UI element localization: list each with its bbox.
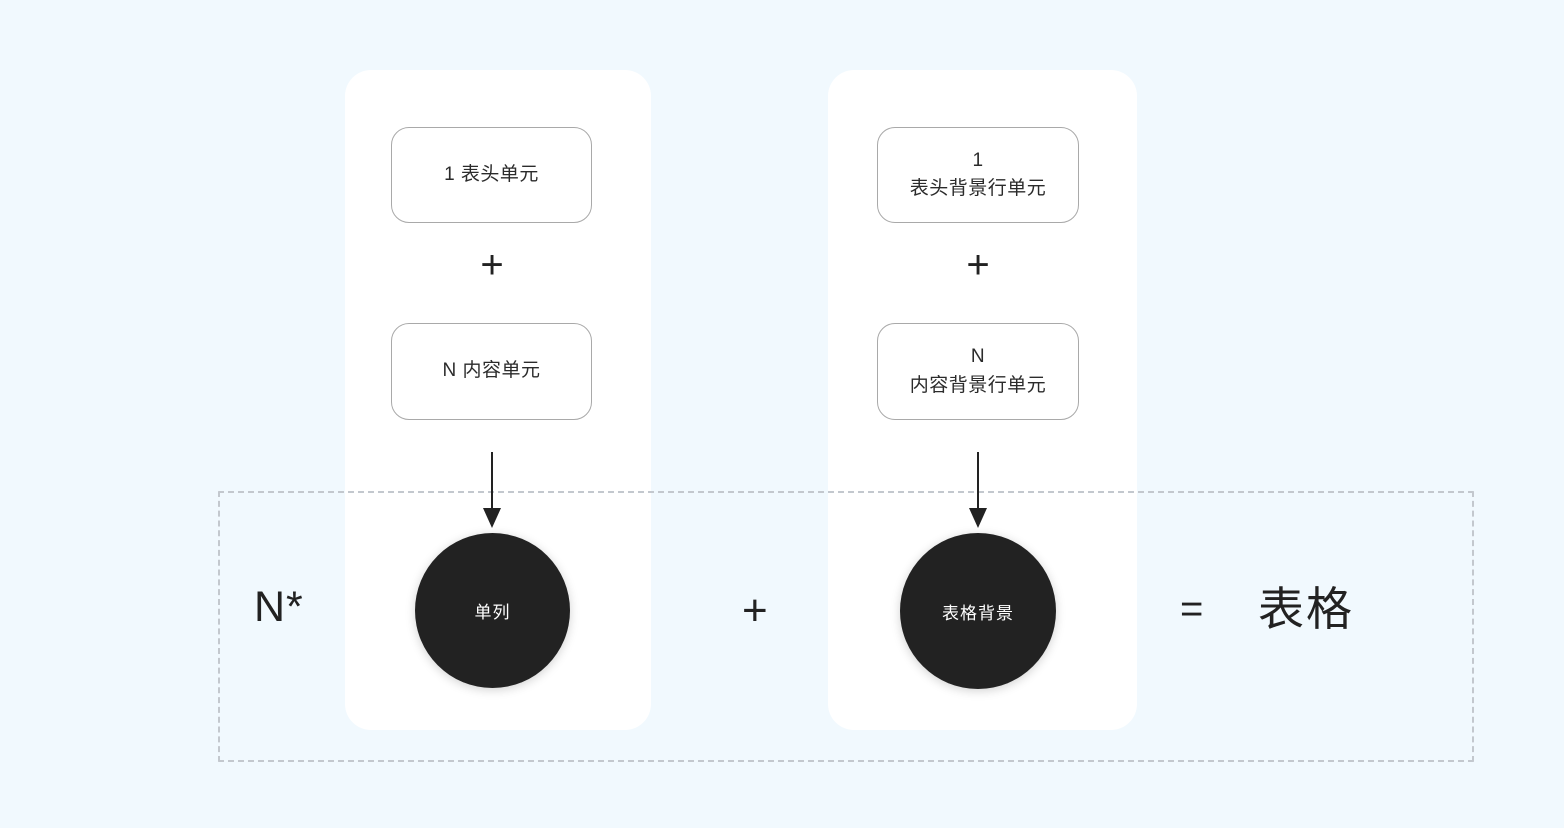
content-cell-box: N 内容单元: [391, 323, 592, 420]
single-column-token-label: 单列: [474, 603, 511, 622]
table-background-token-label: 表格背景: [942, 603, 1014, 623]
plus-icon-column-stack: +: [480, 243, 504, 287]
equation-plus-icon: +: [742, 586, 768, 635]
equation-frame: [218, 491, 1474, 762]
header-cell-box: 1 表头单元: [391, 127, 592, 223]
table-background-token: 表格背景: [900, 533, 1056, 689]
single-column-token: 单列: [415, 533, 570, 688]
plus-icon-background-stack: +: [966, 243, 990, 287]
content-background-row-cell-label: N 内容背景行单元: [909, 346, 1047, 396]
down-arrow-icon-background: [969, 452, 987, 528]
down-arrow-icon-column: [483, 452, 501, 528]
equation-multiplier: N*: [254, 583, 304, 631]
content-cell-label: N 内容单元: [442, 360, 541, 382]
header-background-row-cell-label: 1 表头背景行单元: [909, 149, 1047, 200]
header-background-row-cell-box: 1 表头背景行单元: [877, 127, 1079, 223]
equation-result-label: 表格: [1258, 583, 1354, 635]
content-background-row-cell-box: N 内容背景行单元: [877, 323, 1079, 420]
header-cell-label: 1 表头单元: [444, 163, 539, 185]
equation-equals-icon: =: [1180, 587, 1204, 631]
